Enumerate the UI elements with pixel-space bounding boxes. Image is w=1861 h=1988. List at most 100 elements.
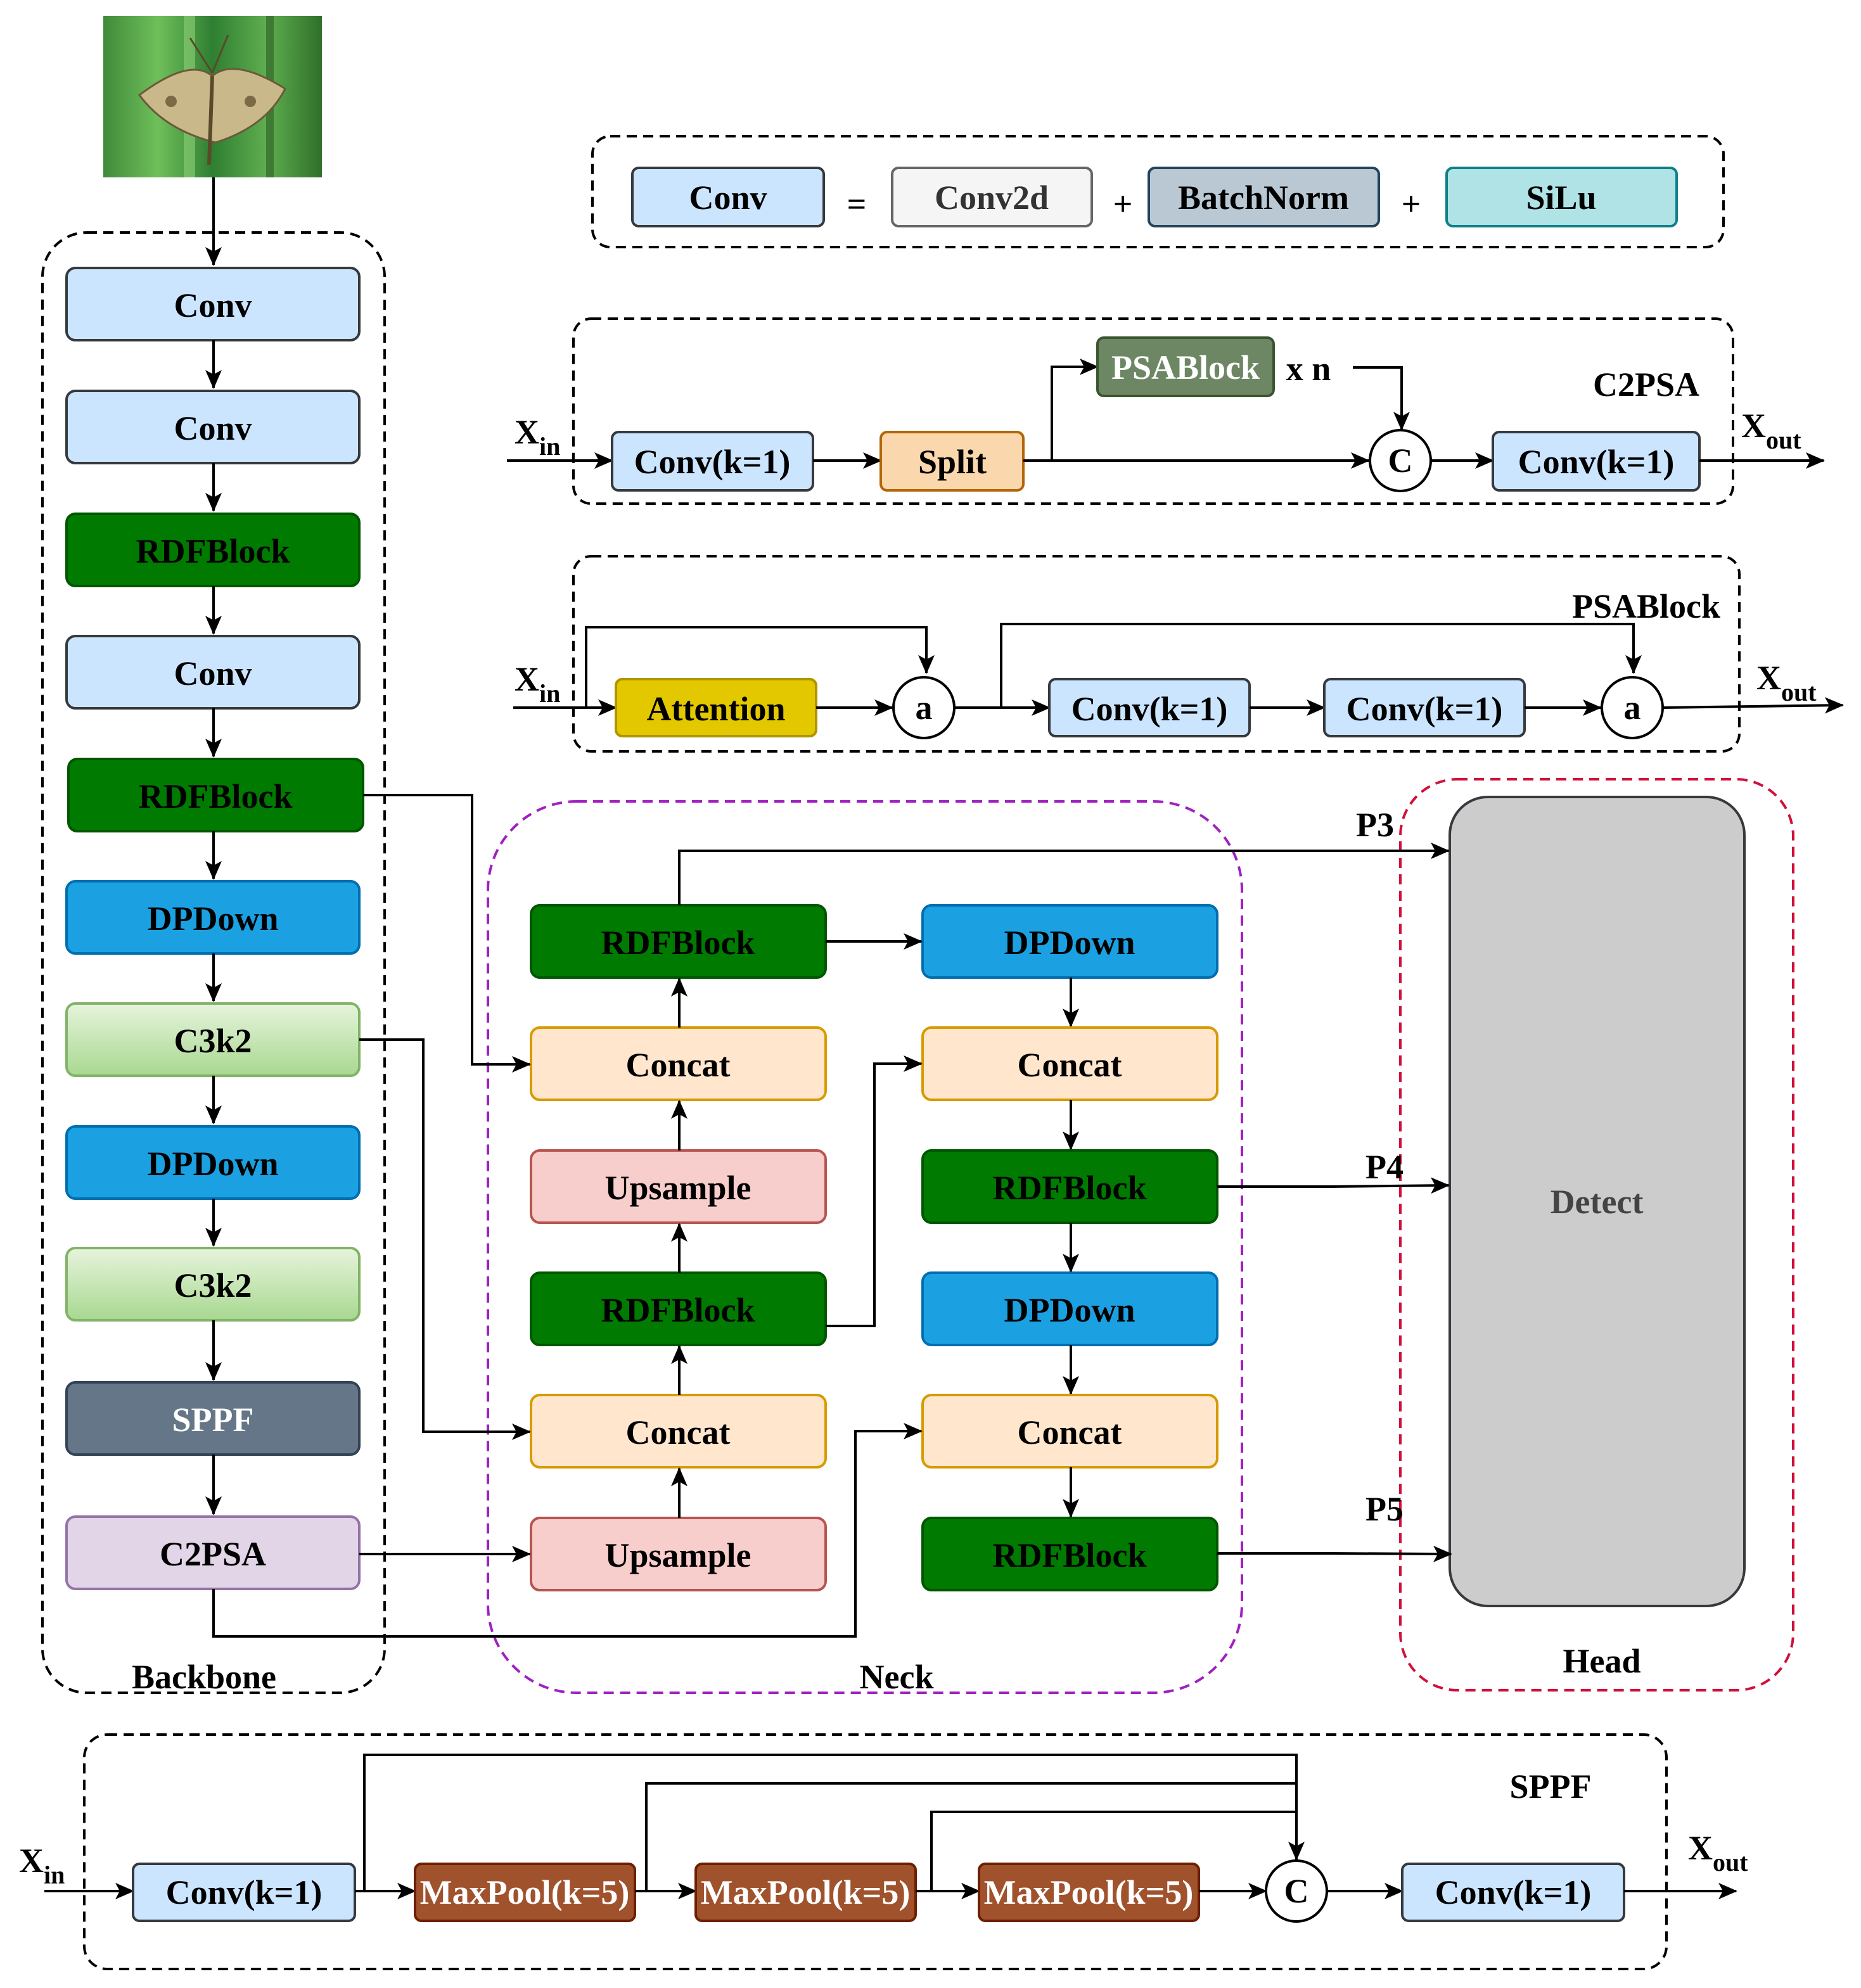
c2psa-conv-out-label: Conv(k=1) bbox=[1518, 443, 1675, 481]
arrow bbox=[1662, 697, 1844, 714]
neck-concat-1-label: Concat bbox=[626, 1046, 731, 1084]
arrow bbox=[585, 626, 935, 708]
legend-conv-box bbox=[631, 167, 825, 227]
arrow bbox=[645, 1782, 1296, 1891]
arrow bbox=[1353, 366, 1410, 431]
psablock-add-2-label: a bbox=[1624, 689, 1641, 727]
neck-rdfblock-p4-label: RDFBlock bbox=[993, 1169, 1147, 1207]
legend-silu-box bbox=[1445, 167, 1678, 227]
arrow bbox=[359, 1038, 531, 1440]
psablock-detail-group: PSABlock Xin Attention a Conv(k=1) Conv(… bbox=[513, 555, 1844, 753]
psablock-attention-label: Attention bbox=[647, 690, 786, 728]
neck-rdfblock-top-label: RDFBlock bbox=[601, 924, 755, 962]
legend-conv2d-label: Conv2d bbox=[935, 179, 1049, 217]
neck-concat-2-label: Concat bbox=[626, 1413, 731, 1451]
neck-rdfblock-mid-label: RDFBlock bbox=[601, 1291, 755, 1329]
sppf-border bbox=[83, 1733, 1668, 1970]
backbone-title: Backbone bbox=[132, 1658, 276, 1696]
backbone-sppf-label: SPPF bbox=[172, 1401, 254, 1439]
c2psa-title: C2PSA bbox=[1593, 366, 1699, 404]
head-group: Detect Head P3 P4 P5 bbox=[1356, 778, 1794, 1692]
arrow bbox=[1217, 1545, 1452, 1562]
backbone-c2psa-label: C2PSA bbox=[160, 1535, 266, 1573]
sppf-concat-label: C bbox=[1284, 1872, 1309, 1910]
psablock-title: PSABlock bbox=[1572, 587, 1720, 625]
sppf-xout: Xout bbox=[1688, 1829, 1748, 1876]
psablock-xout: Xout bbox=[1756, 659, 1817, 706]
psablock-conv2-label: Conv(k=1) bbox=[1346, 690, 1503, 728]
backbone-conv-1-label: Conv bbox=[174, 286, 252, 324]
head-border bbox=[1399, 778, 1794, 1692]
sppf-maxpool-1-label: MaxPool(k=5) bbox=[420, 1873, 630, 1911]
legend-batchnorm-label: BatchNorm bbox=[1178, 179, 1349, 217]
psablock-conv1-label: Conv(k=1) bbox=[1071, 690, 1228, 728]
backbone-conv-2-label: Conv bbox=[174, 409, 252, 447]
sppf-detail-group: SPPF Xin Conv(k=1) MaxPool(k=5) MaxPool(… bbox=[19, 1733, 1748, 1970]
neck-upsample-2-label: Upsample bbox=[604, 1536, 751, 1574]
sppf-conv-out-label: Conv(k=1) bbox=[1435, 1873, 1592, 1911]
arrow bbox=[363, 794, 531, 1073]
sppf-maxpool-3-label: MaxPool(k=5) bbox=[984, 1873, 1194, 1911]
neck-dpdown-1-label: DPDown bbox=[1004, 924, 1135, 962]
backbone-group: Backbone Conv Conv RDFBlock Conv RDFBloc… bbox=[41, 231, 386, 1696]
neck-dpdown-2-label: DPDown bbox=[1004, 1291, 1135, 1329]
psablock-border bbox=[572, 555, 1741, 753]
legend-equals: = bbox=[847, 185, 867, 223]
neck-group: Neck RDFBlock Concat Upsample RDFBlock C… bbox=[487, 800, 1243, 1696]
legend-plus-2: + bbox=[1402, 185, 1421, 223]
legend-batchnorm-box bbox=[1148, 167, 1380, 227]
legend-group: Conv = Conv2d + BatchNorm + SiLu bbox=[591, 135, 1725, 248]
sppf-title: SPPF bbox=[1510, 1768, 1592, 1806]
psablock-add-1-label: a bbox=[916, 689, 933, 727]
backbone-dpdown-1-label: DPDown bbox=[147, 900, 278, 938]
neck-concat-3-label: Concat bbox=[1018, 1046, 1122, 1084]
arrow bbox=[212, 1423, 923, 1638]
input-image bbox=[103, 16, 322, 177]
neck-upsample-1-label: Upsample bbox=[604, 1169, 751, 1207]
backbone-conv-3-label: Conv bbox=[174, 654, 252, 692]
sppf-maxpool-2-label: MaxPool(k=5) bbox=[701, 1873, 911, 1911]
backbone-border bbox=[41, 231, 386, 1694]
legend-border bbox=[591, 135, 1725, 248]
arrow bbox=[363, 1754, 1305, 1891]
arrow bbox=[1000, 623, 1642, 708]
c2psa-border bbox=[572, 317, 1734, 505]
connections bbox=[212, 794, 1452, 1638]
legend-silu-label: SiLu bbox=[1526, 179, 1596, 217]
backbone-rdfblock-2-label: RDFBlock bbox=[139, 777, 293, 815]
c2psa-detail-group: C2PSA Xin Conv(k=1) Split PSABlock x n C… bbox=[507, 317, 1825, 505]
sppf-xin: Xin bbox=[19, 1842, 65, 1889]
p4-label: P4 bbox=[1365, 1148, 1404, 1186]
sppf-conv-in-label: Conv(k=1) bbox=[166, 1873, 323, 1911]
c2psa-xin: Xin bbox=[515, 413, 560, 461]
legend-plus-1: + bbox=[1113, 185, 1133, 223]
head-title: Head bbox=[1563, 1642, 1640, 1680]
arrow bbox=[678, 843, 1450, 905]
backbone-rdfblock-1-label: RDFBlock bbox=[136, 532, 290, 570]
detect-label: Detect bbox=[1551, 1183, 1644, 1221]
c2psa-repeat-label: x n bbox=[1286, 350, 1331, 388]
detect-box bbox=[1449, 796, 1746, 1607]
legend-conv-label: Conv bbox=[689, 179, 767, 217]
moth-icon bbox=[137, 34, 286, 165]
neck-border bbox=[487, 800, 1243, 1694]
p5-label: P5 bbox=[1365, 1490, 1404, 1528]
legend-conv2d-box bbox=[891, 167, 1093, 227]
neck-title: Neck bbox=[860, 1658, 934, 1696]
c2psa-split-label: Split bbox=[918, 443, 987, 481]
p3-label: P3 bbox=[1356, 806, 1394, 844]
c2psa-psablock-label: PSABlock bbox=[1111, 348, 1260, 386]
c2psa-xout: Xout bbox=[1741, 407, 1801, 454]
arrow bbox=[1051, 359, 1099, 461]
c2psa-psablock-box bbox=[1096, 336, 1275, 397]
neck-rdfblock-p5-label: RDFBlock bbox=[993, 1536, 1147, 1574]
c2psa-concat-label: C bbox=[1388, 442, 1413, 480]
arrow bbox=[1217, 1177, 1450, 1194]
backbone-c3k2-1-label: C3k2 bbox=[174, 1022, 252, 1060]
arrow bbox=[826, 1055, 923, 1327]
c2psa-conv-in-label: Conv(k=1) bbox=[634, 443, 791, 481]
backbone-dpdown-2-label: DPDown bbox=[147, 1145, 278, 1183]
arrow bbox=[930, 1811, 1296, 1891]
neck-concat-4-label: Concat bbox=[1018, 1413, 1122, 1451]
